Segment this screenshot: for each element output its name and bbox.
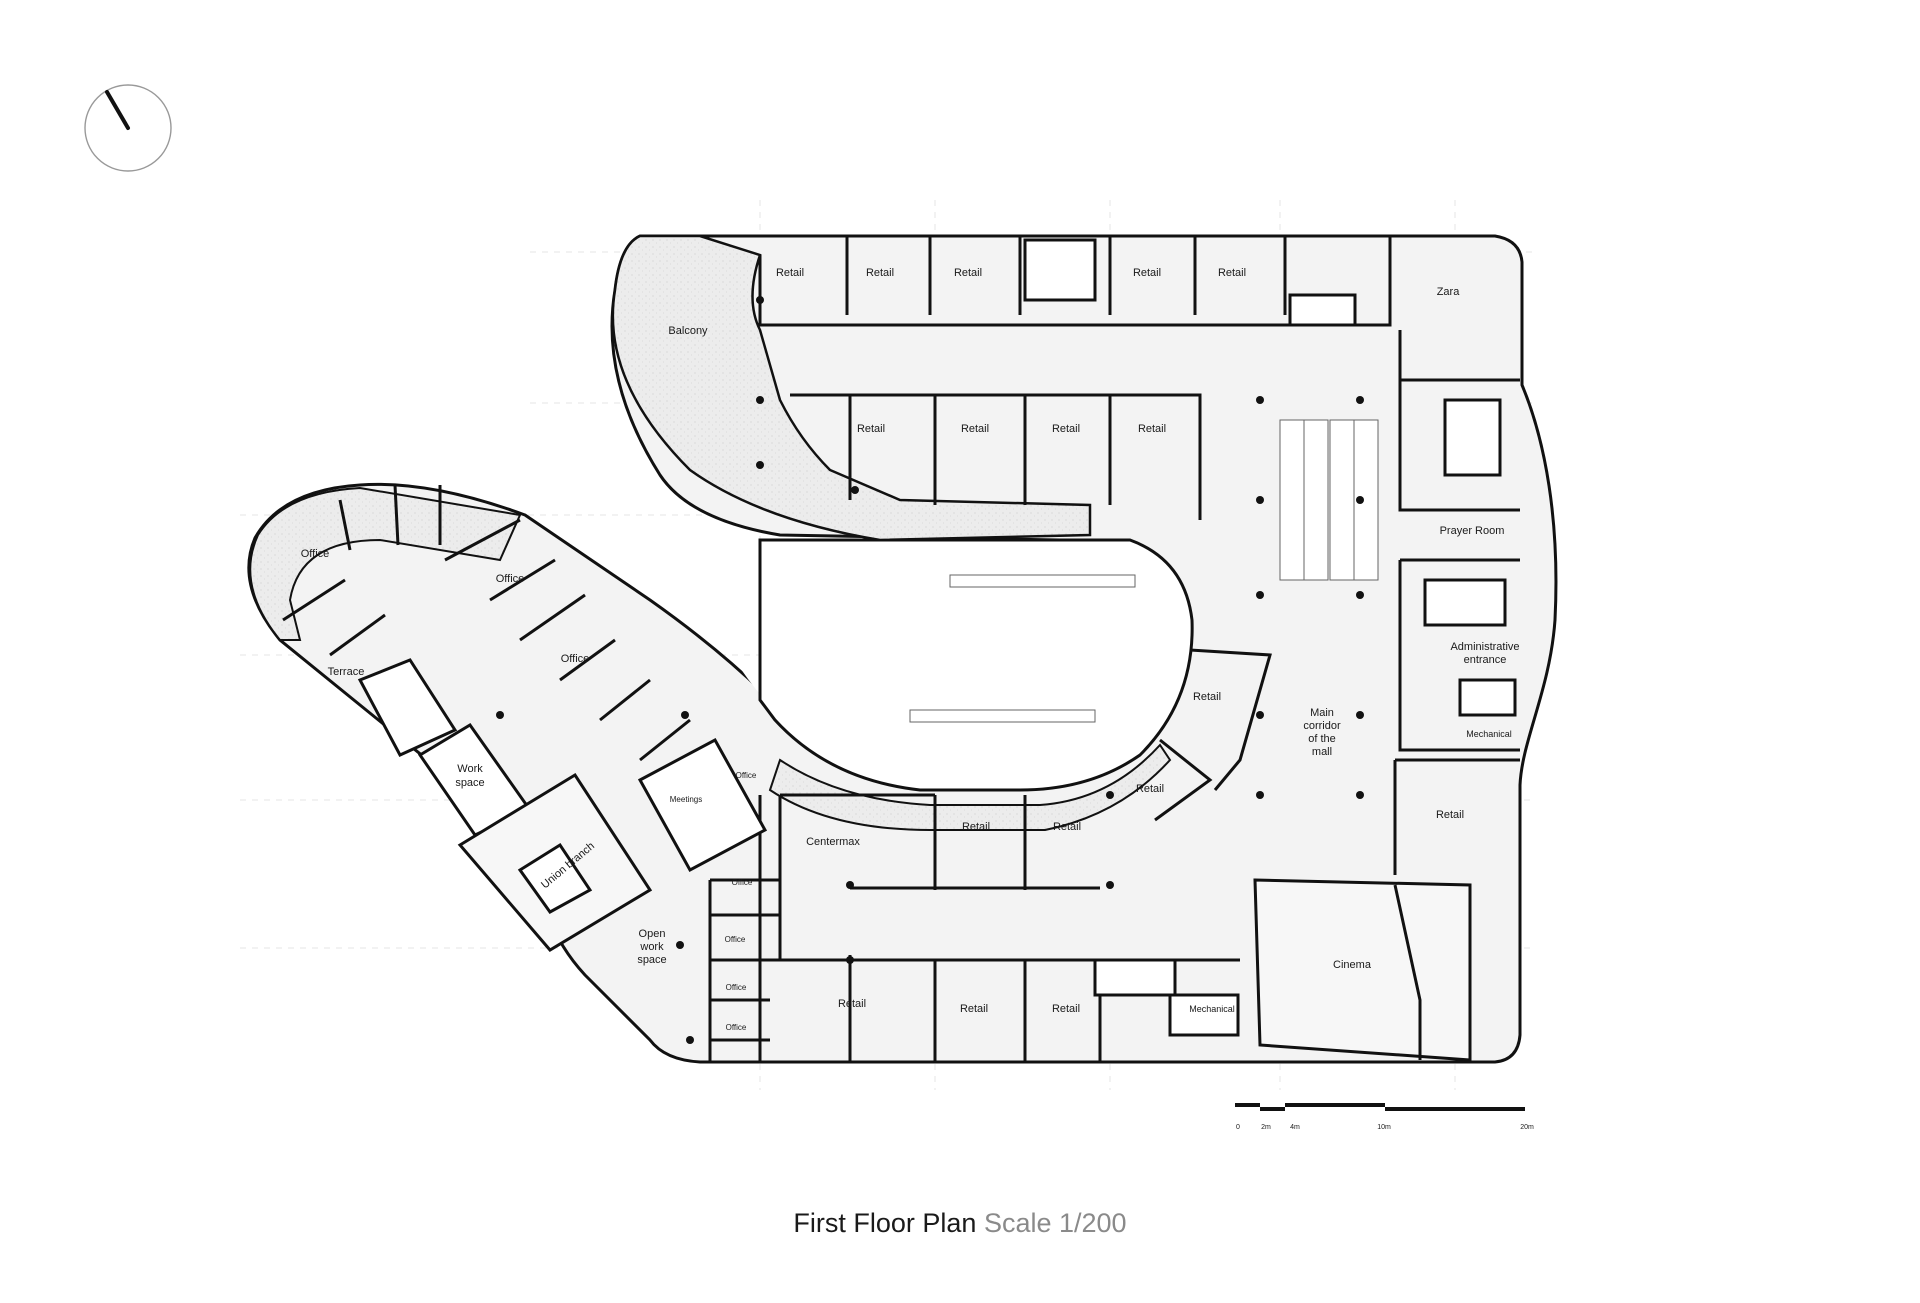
label-main-corridor-3: of the bbox=[1308, 733, 1336, 745]
plan-title-scale: Scale 1/200 bbox=[983, 1208, 1127, 1238]
label-main-corridor-4: mall bbox=[1312, 746, 1332, 758]
label-retail-bottom-3: Retail bbox=[1052, 1003, 1080, 1015]
label-cinema: Cinema bbox=[1333, 959, 1372, 971]
walls bbox=[282, 236, 1520, 1062]
label-retail-top-3: Retail bbox=[954, 267, 982, 279]
plan-title-main: First Floor Plan bbox=[793, 1208, 977, 1238]
scale-tick-10m: 10m bbox=[1377, 1124, 1391, 1131]
label-balcony: Balcony bbox=[668, 325, 708, 337]
label-office-7: Office bbox=[726, 983, 747, 992]
label-zara: Zara bbox=[1437, 286, 1461, 298]
label-retail-top-2: Retail bbox=[866, 267, 894, 279]
north-arrow-icon bbox=[84, 84, 172, 172]
escalator-void-bottom bbox=[909, 709, 1096, 723]
label-main-corridor-2: corridor bbox=[1303, 720, 1341, 732]
scale-tick-2m: 2m bbox=[1261, 1124, 1271, 1131]
label-office-3: Office bbox=[561, 653, 590, 665]
label-retail-curve: Retail bbox=[1193, 691, 1221, 703]
label-office-6: Office bbox=[725, 935, 746, 944]
balcony-zone bbox=[611, 234, 1092, 542]
label-retail-top-1: Retail bbox=[776, 267, 804, 279]
label-open-work-3: space bbox=[637, 954, 666, 966]
label-retail-mid-2: Retail bbox=[961, 423, 989, 435]
label-retail-low-2: Retail bbox=[1053, 821, 1081, 833]
label-prayer-room: Prayer Room bbox=[1440, 525, 1505, 537]
label-open-work-2: work bbox=[639, 941, 664, 953]
label-office-8: Office bbox=[726, 1023, 747, 1032]
scale-tick-4m: 4m bbox=[1290, 1124, 1300, 1131]
label-meetings: Meetings bbox=[670, 795, 702, 804]
label-main-corridor-1: Main bbox=[1310, 707, 1334, 719]
label-mechanical-2: Mechanical bbox=[1189, 1004, 1235, 1014]
label-open-work-1: Open bbox=[639, 928, 666, 940]
scale-tick-0: 0 bbox=[1236, 1124, 1240, 1131]
label-retail-top-5: Retail bbox=[1218, 267, 1246, 279]
scale-bar bbox=[1235, 1103, 1525, 1111]
escalator-main bbox=[1279, 419, 1379, 581]
label-work-space-2: space bbox=[455, 777, 484, 789]
label-retail-bottom-1: Retail bbox=[838, 998, 866, 1010]
label-retail-right: Retail bbox=[1436, 809, 1464, 821]
label-office-4: Office bbox=[736, 771, 757, 780]
lower-curved-strip bbox=[768, 743, 1172, 831]
label-admin-entrance-1: Administrative bbox=[1450, 641, 1519, 653]
label-retail-top-4: Retail bbox=[1133, 267, 1161, 279]
scale-tick-20m: 20m bbox=[1520, 1124, 1534, 1131]
label-retail-low-1: Retail bbox=[962, 821, 990, 833]
label-admin-entrance-2: entrance bbox=[1464, 654, 1507, 666]
label-office-1: Office bbox=[301, 548, 330, 560]
label-mechanical-1: Mechanical bbox=[1466, 729, 1512, 739]
escalator-void-top bbox=[949, 574, 1136, 588]
label-office-5: Office bbox=[732, 878, 753, 887]
room-labels: Retail Retail Retail Retail Retail Zara … bbox=[301, 267, 1520, 1032]
label-work-space-1: Work bbox=[457, 763, 483, 775]
label-office-2: Office bbox=[496, 573, 525, 585]
label-retail-mid-4: Retail bbox=[1138, 423, 1166, 435]
label-retail-bottom-2: Retail bbox=[960, 1003, 988, 1015]
label-retail-curve-2: Retail bbox=[1136, 783, 1164, 795]
terrace-zone bbox=[249, 486, 522, 641]
scale-bar-ticks: 0 2m 4m 10m 20m bbox=[1236, 1124, 1534, 1131]
columns bbox=[496, 296, 1364, 1044]
plan-title: First Floor Plan Scale 1/200 bbox=[0, 1208, 1920, 1239]
label-terrace: Terrace bbox=[328, 666, 365, 678]
label-centermax: Centermax bbox=[806, 836, 860, 848]
label-retail-mid-1: Retail bbox=[857, 423, 885, 435]
label-retail-mid-3: Retail bbox=[1052, 423, 1080, 435]
